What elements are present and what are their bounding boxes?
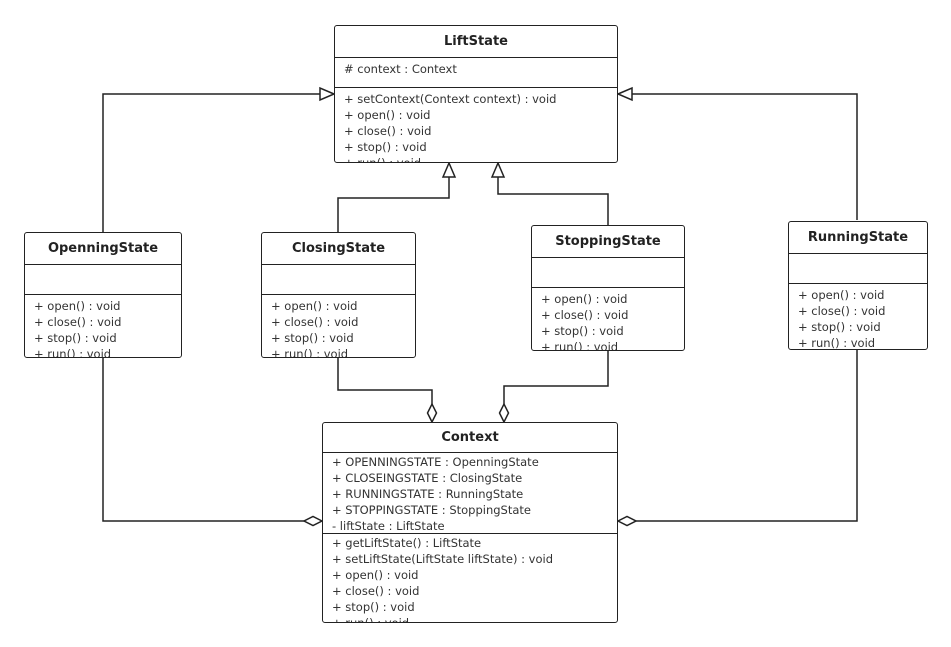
operation: + open() : void [541,292,628,306]
operation: + stop() : void [541,324,624,338]
attribute: + OPENNINGSTATE : OpenningState [332,455,539,469]
attribute: # context : Context [344,62,457,76]
operation: + close() : void [541,308,629,322]
operation: + stop() : void [344,140,427,154]
operation: + run() : void [541,340,619,351]
aggregation-diamond-closing [426,402,438,424]
operation: + run() : void [798,336,876,350]
operation: + run() : void [332,616,410,623]
aggregation-closingstate-context [337,358,433,404]
operation: + close() : void [332,584,420,598]
operations-compartment: + setContext(Context context) : void + o… [335,88,617,163]
generalization-arrowhead-stopping [490,161,506,178]
operation: + open() : void [798,288,885,302]
class-name: LiftState [335,26,617,58]
aggregation-diamond-right [616,515,638,527]
attributes-compartment: + OPENNINGSTATE : OpenningState + CLOSEI… [323,453,617,534]
aggregation-diamond-left [302,515,324,527]
operations-compartment: + open() : void + close() : void + stop(… [25,295,181,358]
operation: + open() : void [344,108,431,122]
operation: + stop() : void [34,331,117,345]
aggregation-openningstate-context [102,358,304,522]
operation: + open() : void [271,299,358,313]
operation: + close() : void [344,124,432,138]
operation: + close() : void [34,315,122,329]
operation: + setLiftState(LiftState liftState) : vo… [332,552,553,566]
operation: + run() : void [344,156,422,163]
attribute: + STOPPINGSTATE : StoppingState [332,503,531,517]
attribute: + CLOSEINGSTATE : ClosingState [332,471,523,485]
operation: + stop() : void [271,331,354,345]
attributes-compartment [262,265,415,295]
operations-compartment: + getLiftState() : LiftState + setLiftSt… [323,534,617,623]
attribute: - liftState : LiftState [332,519,445,533]
aggregation-diamond-stopping [498,402,510,424]
class-context[interactable]: Context + OPENNINGSTATE : OpenningState … [322,422,618,623]
attributes-compartment [25,265,181,295]
aggregation-stoppingstate-context [503,351,609,404]
operation: + getLiftState() : LiftState [332,536,482,550]
operation: + run() : void [271,347,349,358]
class-closingstate[interactable]: ClosingState + open() : void + close() :… [261,232,416,358]
operations-compartment: + open() : void + close() : void + stop(… [262,295,415,358]
operation: + run() : void [34,347,112,358]
class-name: Context [323,423,617,453]
attributes-compartment: # context : Context [335,58,617,88]
operation: + open() : void [332,568,419,582]
operations-compartment: + open() : void + close() : void + stop(… [789,284,927,350]
generalization-arrowhead-right [616,86,633,102]
class-liftstate[interactable]: LiftState # context : Context + setConte… [334,25,618,163]
operation: + setContext(Context context) : void [344,92,557,106]
class-openningstate[interactable]: OpenningState + open() : void + close() … [24,232,182,358]
generalization-openningstate-liftstate [102,93,320,232]
operation: + close() : void [271,315,359,329]
generalization-arrowhead-closing [441,161,457,178]
generalization-stoppingstate-liftstate [497,177,609,225]
generalization-closingstate-liftstate [337,177,450,232]
class-name: ClosingState [262,233,415,265]
class-name: OpenningState [25,233,181,265]
aggregation-runningstate-context [636,350,858,522]
operation: + stop() : void [798,320,881,334]
operation: + open() : void [34,299,121,313]
generalization-runningstate-liftstate [632,93,858,220]
operation: + stop() : void [332,600,415,614]
operations-compartment: + open() : void + close() : void + stop(… [532,288,684,351]
class-runningstate[interactable]: RunningState + open() : void + close() :… [788,221,928,350]
class-name: RunningState [789,222,927,254]
attribute: + RUNNINGSTATE : RunningState [332,487,524,501]
attributes-compartment [789,254,927,284]
class-stoppingstate[interactable]: StoppingState + open() : void + close() … [531,225,685,351]
generalization-arrowhead-left [319,86,336,102]
class-name: StoppingState [532,226,684,258]
attributes-compartment [532,258,684,288]
operation: + close() : void [798,304,886,318]
